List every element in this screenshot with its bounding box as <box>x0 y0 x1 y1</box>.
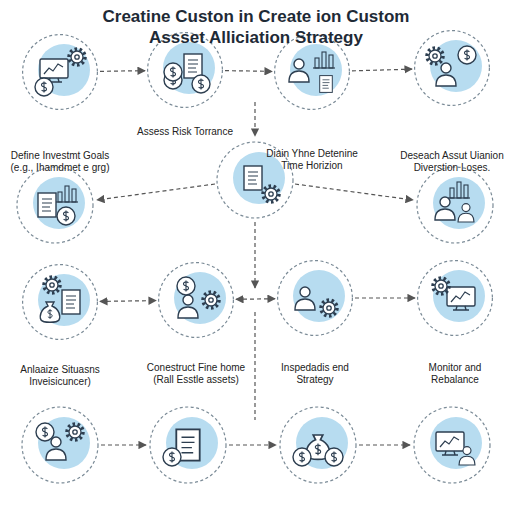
step-label: Anlaaize Situasns Inveisicuncer) <box>10 364 110 388</box>
dashed-circle <box>417 260 493 336</box>
dashed-circle-outline <box>148 33 223 108</box>
dashed-circle-outline <box>418 261 493 336</box>
dashed-circle <box>22 34 98 110</box>
dashed-circle-outline <box>278 261 353 336</box>
step-label-box: Anlaaize Situasns Inveisicuncer) <box>10 364 110 388</box>
step-node: Conestruct Fine home (Rall Esstle assets… <box>158 262 234 338</box>
step-label-box: Conestruct Fine home (Rall Esstle assets… <box>139 362 253 386</box>
step-icon <box>289 44 342 96</box>
icon-circle <box>17 167 93 243</box>
step-label: Conestruct Fine home (Rall Esstle assets… <box>139 362 253 386</box>
icon-circle <box>414 407 490 483</box>
icon-circle <box>417 167 493 243</box>
step-icon <box>427 40 482 92</box>
step-label: Deseach Assut Uianion Diverstion Loses. <box>399 150 505 174</box>
icon-circle <box>280 407 356 483</box>
dashed-circle <box>414 30 490 106</box>
dashed-circle <box>158 262 234 338</box>
step-label: Assess Risk Torrance <box>130 126 240 138</box>
dashed-circle <box>22 264 98 340</box>
step-node: Define Investmt Goals (e.g., Ihamdmet e … <box>22 34 98 110</box>
flow-arrow <box>355 297 415 298</box>
dashed-connector <box>97 102 413 445</box>
step-node: Inspedadis end Strategy <box>277 260 353 336</box>
dashed-circle-outline <box>23 35 98 110</box>
step-icon <box>174 272 226 324</box>
step-icon <box>163 42 215 94</box>
step-label: Monitor and Rebalance <box>410 362 500 386</box>
dashed-circle-outline <box>159 263 234 338</box>
icon-circle <box>150 407 226 483</box>
flow-arrow <box>100 70 145 72</box>
dashed-circle-outline <box>275 35 350 110</box>
dashed-circle-outline <box>415 31 490 106</box>
step-label-box: Define Investmt Goals (e.g., Ihamdmet e … <box>4 150 116 174</box>
step-label: Diain Yhne Detenine Time Horizion <box>256 148 368 172</box>
step-label: Inspedadis end Strategy <box>270 362 360 386</box>
step-label-box: Deseach Assut Uianion Diverstion Loses. <box>399 150 505 174</box>
diagram-title: Creatine Custon in Create ion Custom Ass… <box>82 6 430 48</box>
step-label-box: Diain Yhne Detenine Time Horizion <box>256 148 368 172</box>
step-label: Define Investmt Goals (e.g., Ihamdmet e … <box>4 150 116 174</box>
step-label-box: Inspedadis end Strategy <box>270 362 360 386</box>
step-icon <box>38 274 90 326</box>
step-label-box: Assess Risk Torrance <box>130 126 240 138</box>
flow-arrow <box>225 70 272 72</box>
step-node: Monitor and Rebalance <box>417 260 493 336</box>
dashed-circle-outline <box>23 265 98 340</box>
flow-arrow <box>100 300 156 302</box>
step-node: Deseach Assut Uianion Diverstion Loses. <box>414 30 490 106</box>
step-label-box: Monitor and Rebalance <box>410 362 500 386</box>
icon-circle <box>22 407 98 483</box>
step-icon <box>293 270 345 322</box>
step-icon <box>433 270 485 322</box>
step-icon <box>35 44 90 96</box>
flow-arrow <box>352 69 412 71</box>
dashed-circle <box>277 260 353 336</box>
flow-arrow <box>236 298 275 300</box>
step-node: Anlaaize Situasns Inveisicuncer) <box>22 264 98 340</box>
